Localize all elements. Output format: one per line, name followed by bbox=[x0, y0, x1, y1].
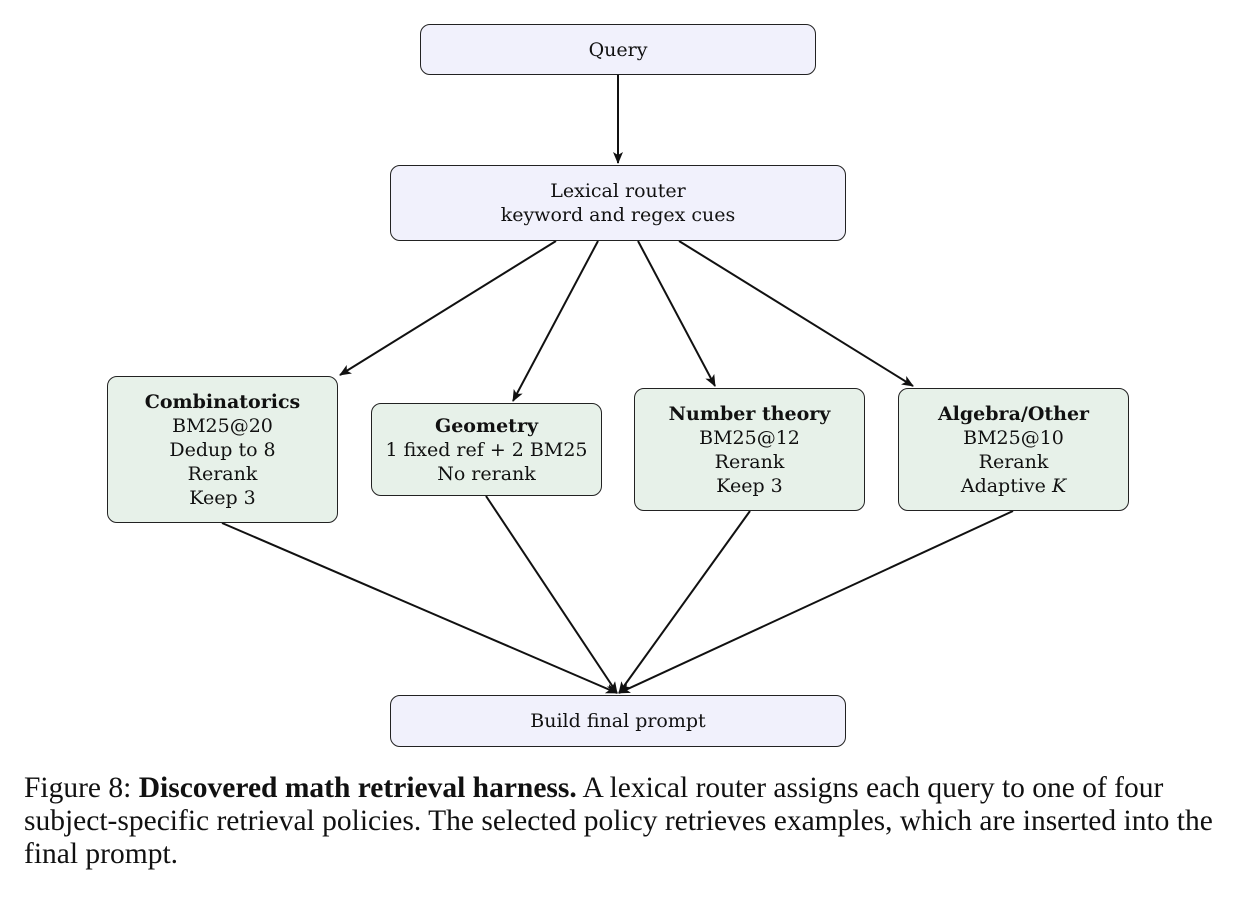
node-combinatorics-line-1: BM25@20 bbox=[172, 414, 273, 437]
node-algebra-other: Algebra/Other BM25@10 Rerank Adaptive K bbox=[898, 388, 1129, 511]
node-query-label: Query bbox=[588, 38, 648, 61]
node-build-final-prompt: Build final prompt bbox=[390, 695, 846, 747]
edge-router-to-geometry bbox=[512, 240, 599, 402]
node-algebra-other-title: Algebra/Other bbox=[937, 402, 1090, 425]
retrieval-harness-diagram bbox=[221, 75, 1014, 694]
node-algebra-other-line-3: Adaptive K bbox=[961, 474, 1066, 498]
edge-router-to-combinatorics bbox=[339, 240, 557, 376]
edge-router-to-number-theory bbox=[637, 240, 716, 387]
edge-geometry-to-build bbox=[485, 495, 618, 694]
node-router-line-1: Lexical router bbox=[550, 180, 686, 202]
node-combinatorics-line-4: Keep 3 bbox=[189, 486, 256, 509]
node-number-theory-line-2: Rerank bbox=[714, 450, 785, 473]
node-algebra-other-line-1: BM25@10 bbox=[963, 426, 1064, 449]
node-number-theory-line-3: Keep 3 bbox=[716, 474, 783, 497]
node-number-theory: Number theory BM25@12 Rerank Keep 3 bbox=[634, 388, 865, 511]
node-number-theory-title: Number theory bbox=[668, 402, 831, 425]
node-query: Query bbox=[420, 24, 816, 75]
edge-combinatorics-to-build bbox=[221, 522, 618, 694]
node-combinatorics-line-2: Dedup to 8 bbox=[169, 438, 276, 461]
node-router-line-2: keyword and regex cues bbox=[500, 204, 736, 226]
node-combinatorics-title: Combinatorics bbox=[144, 390, 301, 413]
edge-router-to-algebra-other bbox=[678, 240, 914, 387]
node-lexical-router: Lexical router keyword and regex cues bbox=[390, 165, 846, 241]
node-geometry: Geometry 1 fixed ref + 2 BM25 No rerank bbox=[371, 403, 602, 496]
caption-title: Discovered math retrieval harness. bbox=[138, 772, 577, 804]
node-algebra-other-line-3-prefix: Adaptive bbox=[960, 474, 1052, 497]
caption-label: Figure 8: bbox=[24, 772, 132, 804]
node-build-label: Build final prompt bbox=[530, 710, 706, 732]
node-geometry-line-1: 1 fixed ref + 2 BM25 bbox=[385, 438, 588, 461]
node-combinatorics: Combinatorics BM25@20 Dedup to 8 Rerank … bbox=[107, 376, 338, 523]
caption-text: A lexical router assigns each query to o… bbox=[24, 772, 1213, 870]
node-geometry-line-2: No rerank bbox=[437, 462, 536, 485]
node-geometry-title: Geometry bbox=[434, 414, 538, 437]
node-number-theory-line-1: BM25@12 bbox=[699, 426, 800, 449]
node-combinatorics-line-3: Rerank bbox=[187, 462, 258, 485]
node-algebra-other-line-2: Rerank bbox=[978, 450, 1049, 473]
figure-caption: Figure 8: Discovered math retrieval harn… bbox=[24, 772, 1214, 871]
node-algebra-other-line-3-variable: K bbox=[1051, 474, 1067, 497]
edge-algebra-other-to-build bbox=[618, 510, 1014, 694]
edge-number-theory-to-build bbox=[618, 510, 751, 694]
